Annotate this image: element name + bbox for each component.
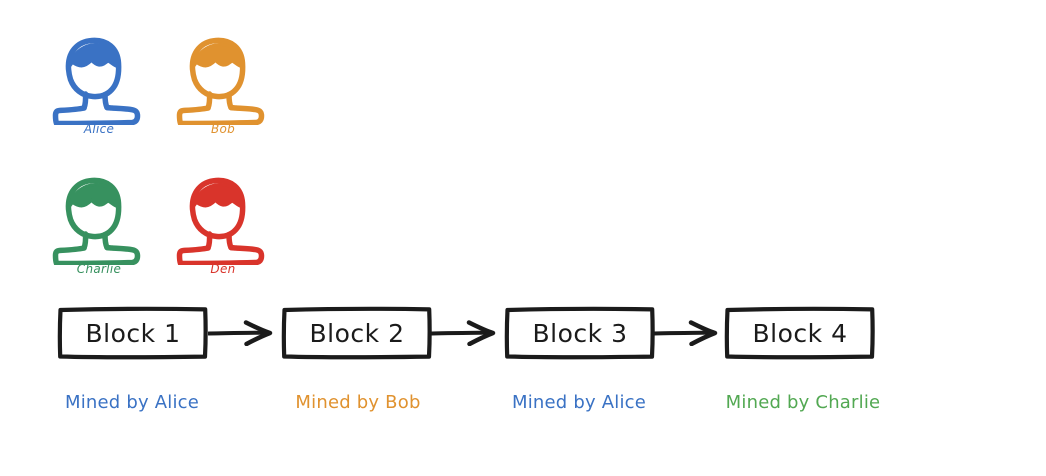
arrow-right-icon	[430, 320, 509, 347]
participant-alice: Alice	[44, 30, 154, 150]
block-node[interactable]: Block 4	[724, 306, 876, 360]
arrow-right-icon	[207, 320, 286, 347]
participant-group: Alice Bob	[40, 30, 290, 280]
block-node[interactable]: Block 1	[57, 306, 209, 360]
user-avatar-icon	[44, 170, 154, 267]
participant-name: Den	[210, 262, 236, 276]
user-avatar-icon	[44, 30, 154, 127]
block-label: Block 2	[309, 318, 405, 348]
block-label: Block 3	[532, 318, 628, 348]
block-outline	[724, 306, 876, 360]
block-outline	[504, 306, 656, 360]
block-caption: Mined by Alice	[64, 392, 200, 413]
participant-bob: Bob	[168, 30, 278, 150]
block-node[interactable]: Block 3	[504, 306, 656, 360]
block-label: Block 1	[85, 318, 181, 348]
participant-charlie: Charlie	[44, 170, 154, 290]
blockchain-row: Block 1 Block 2	[0, 300, 1046, 430]
block-caption: Mined by Bob	[295, 392, 421, 413]
block-outline	[57, 306, 209, 360]
arrow-right-icon	[652, 320, 731, 347]
participant-den: Den	[168, 170, 278, 290]
user-avatar-icon	[168, 170, 278, 267]
block-label: Block 4	[752, 318, 848, 348]
participant-name: Bob	[210, 122, 236, 136]
user-avatar-icon	[168, 30, 278, 127]
block-node[interactable]: Block 2	[281, 306, 433, 360]
block-outline	[281, 306, 433, 360]
block-caption: Mined by Alice	[511, 392, 647, 413]
participant-name: Alice	[83, 122, 115, 136]
block-caption: Mined by Charlie	[725, 392, 881, 413]
participant-name: Charlie	[76, 262, 122, 276]
